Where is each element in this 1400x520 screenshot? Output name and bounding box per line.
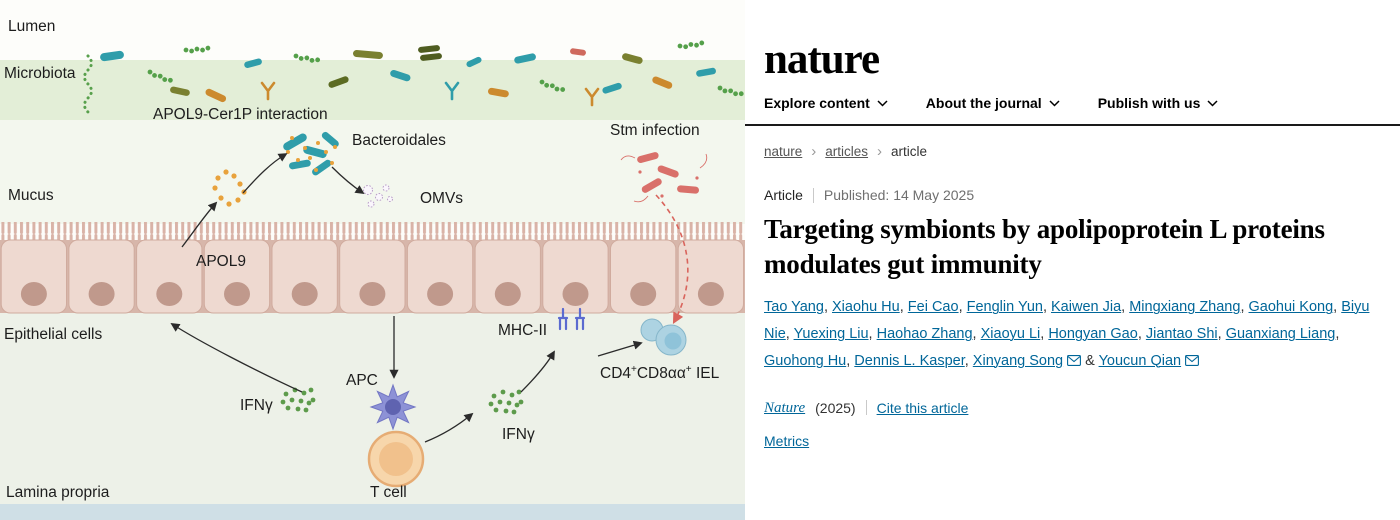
label-lamina-propria: Lamina propria (6, 484, 110, 501)
epithelium (0, 222, 745, 314)
label-epithelial-cells: Epithelial cells (4, 326, 103, 343)
meta-divider (812, 187, 814, 203)
breadcrumb: nature › articles › article (764, 143, 1378, 160)
envelope-icon[interactable] (1185, 349, 1200, 376)
apol9-cer1p-dots (212, 169, 247, 207)
author-link[interactable]: Guohong Hu (764, 353, 847, 370)
chevron-down-icon (1049, 100, 1060, 107)
nav-publish-with-us[interactable]: Publish with us (1098, 95, 1219, 111)
author-link[interactable]: Gaohui Kong (1248, 299, 1334, 316)
breadcrumb-nature[interactable]: nature (764, 144, 803, 160)
author-link[interactable]: Xiaohu Hu (832, 299, 900, 316)
author-link[interactable]: Youcun Qian (1098, 353, 1182, 370)
bacteria-chain-icon (83, 54, 93, 114)
author-link[interactable]: Mingxiang Zhang (1129, 299, 1241, 316)
article-title: Targeting symbionts by apolipoprotein L … (764, 214, 1325, 279)
chevron-down-icon (877, 100, 888, 107)
metrics-row: Metrics (764, 433, 1378, 449)
mhc2-receptor-icon (557, 307, 586, 331)
author-list: Tao Yang, Xiaohu Hu, Fei Cao, Fenglin Yu… (764, 294, 1378, 375)
label-mhc2: MHC-II (498, 322, 548, 339)
metrics-link[interactable]: Metrics (764, 432, 810, 449)
breadcrumb-articles[interactable]: articles (825, 144, 869, 160)
article-meta: Article Published: 14 May 2025 (764, 187, 1378, 203)
published-date: Published: 14 May 2025 (823, 187, 975, 204)
journal-name-link[interactable]: Nature (764, 399, 806, 416)
author-link[interactable]: Hongyan Gao (1048, 326, 1138, 343)
gut-immunity-diagram (0, 40, 745, 520)
nav-about-the-journal[interactable]: About the journal (926, 95, 1060, 111)
microbiota-bacteria (83, 40, 745, 114)
nav-explore-content[interactable]: Explore content (764, 95, 888, 111)
author-separator: & (1081, 353, 1099, 370)
label-t-cell: T cell (370, 484, 407, 501)
publication-year: (2025) (815, 399, 856, 416)
microbiota-band (0, 60, 745, 120)
author-link[interactable]: Dennis L. Kasper (854, 353, 965, 370)
epithelial-nuclei (20, 282, 724, 306)
bottom-vessel-band (0, 504, 745, 520)
cite-divider (865, 400, 867, 416)
label-lumen: Lumen (8, 18, 56, 35)
label-iel: CD4+CD8αα+ IEL (600, 364, 720, 383)
author-link[interactable]: Kaiwen Jia (1051, 299, 1122, 316)
author-link[interactable]: Guanxiang Liang (1225, 326, 1336, 343)
t-cell-icon (367, 430, 425, 488)
author-link[interactable]: Haohao Zhang (876, 326, 973, 343)
mucus-zone (0, 120, 745, 224)
envelope-icon[interactable] (1067, 349, 1082, 376)
omv-vesicles (363, 184, 393, 208)
label-stm-infection: Stm infection (610, 122, 700, 139)
citation-row: Nature (2025) Cite this article (764, 399, 1378, 417)
author-link[interactable]: Jiantao Shi (1145, 326, 1218, 343)
label-apol9-cer1p: APOL9-Cer1P interaction (153, 106, 328, 123)
breadcrumb-article: article (891, 144, 928, 160)
label-omvs: OMVs (420, 190, 464, 207)
label-apol9: APOL9 (196, 253, 246, 270)
lamina-propria-zone (0, 312, 745, 520)
apc-cell-icon (369, 383, 417, 431)
author-link[interactable]: Fenglin Yun (966, 299, 1043, 316)
label-bacteroidales: Bacteroidales (352, 132, 446, 149)
label-ifng-right: IFNγ (502, 426, 535, 443)
article-type: Article (764, 187, 803, 204)
author-link[interactable]: Biyu Nie (764, 299, 1370, 343)
label-ifng-left: IFNγ (240, 397, 273, 414)
author-link[interactable]: Xinyang Song (972, 353, 1064, 370)
chevron-down-icon (1207, 100, 1218, 107)
figure-panel: Lumen Microbiota APOL9-Cer1P interaction… (0, 18, 745, 520)
stm-bacteria-cluster (620, 152, 708, 203)
author-link[interactable]: Tao Yang (764, 299, 824, 316)
iel-cells (640, 318, 687, 356)
nature-article-panel: nature Explore content About the journal… (745, 0, 1400, 520)
chevron-right-icon: › (877, 143, 883, 161)
author-link[interactable]: Yuexing Liu (793, 326, 869, 343)
journal-nav: Explore content About the journal Publis… (764, 95, 1378, 111)
label-mucus: Mucus (8, 187, 54, 204)
chevron-right-icon: › (811, 143, 817, 161)
stm-infection-dashed-arrow (655, 194, 689, 324)
author-link[interactable]: Fei Cao (907, 299, 959, 316)
header-divider (745, 124, 1400, 127)
label-apc: APC (346, 372, 378, 389)
pathway-arrows (170, 153, 643, 443)
bacteroidales-cluster (283, 131, 339, 176)
brush-border (0, 222, 745, 240)
nature-logo[interactable]: nature (764, 36, 880, 83)
author-link[interactable]: Xiaoyu Li (980, 326, 1041, 343)
cite-this-article-link[interactable]: Cite this article (876, 399, 969, 416)
label-microbiota: Microbiota (4, 65, 76, 82)
